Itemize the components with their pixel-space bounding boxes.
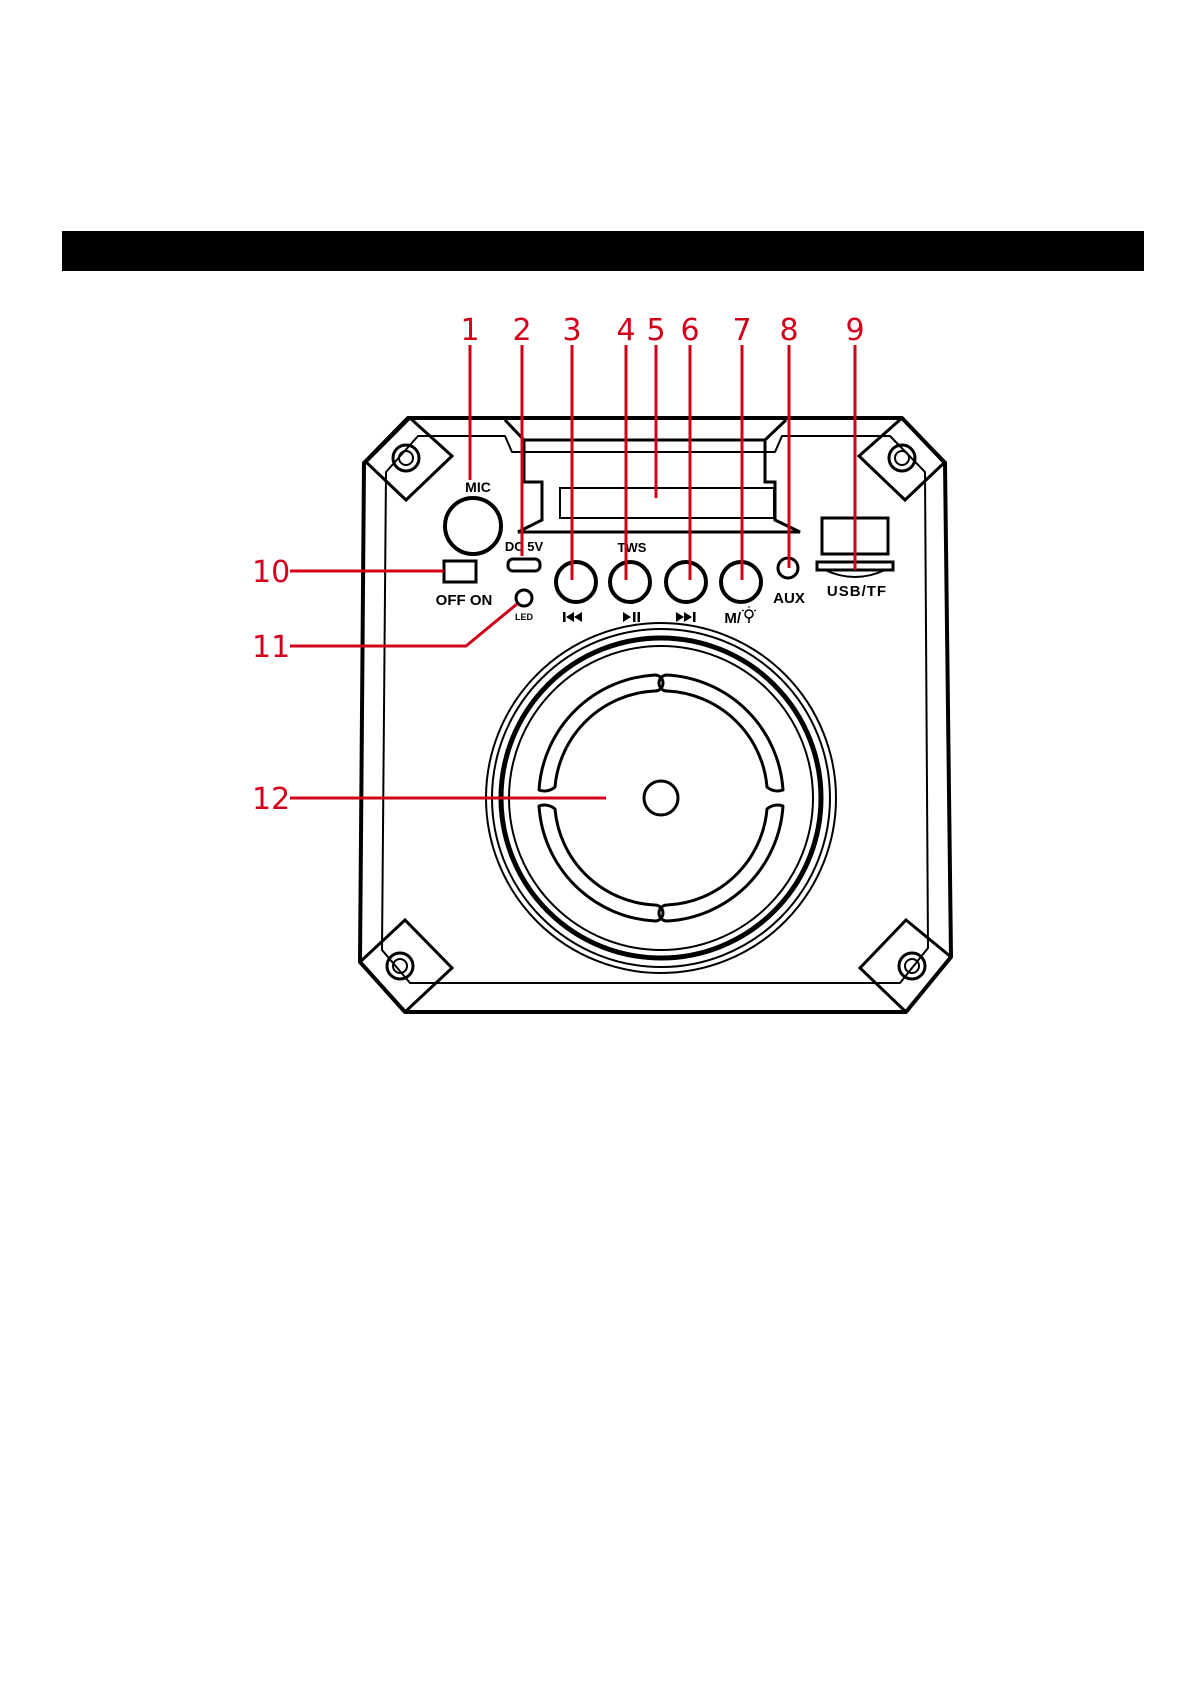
- mic-jack[interactable]: [445, 498, 501, 554]
- callout-number-6: 6: [680, 313, 699, 348]
- dc5v-port[interactable]: [508, 559, 540, 571]
- callout-number-7: 7: [732, 313, 751, 348]
- callout-number-10: 10: [252, 555, 290, 590]
- aux-label: AUX: [773, 590, 805, 607]
- callout-number-9: 9: [845, 313, 864, 348]
- callout-number-2: 2: [512, 313, 531, 348]
- usb-tf-label: USB/TF: [827, 583, 887, 600]
- dc5v-label: DC 5V: [505, 539, 544, 554]
- light-bulb-icon: [742, 606, 756, 623]
- corner-screw-top-left: [366, 418, 452, 500]
- next-track-icon: [676, 612, 696, 622]
- corner-screw-top-right: [859, 418, 945, 500]
- power-switch[interactable]: [444, 561, 476, 582]
- callout-number-5: 5: [646, 313, 665, 348]
- display-recess: [505, 420, 800, 532]
- callout-number-8: 8: [779, 313, 798, 348]
- callout-number-4: 4: [616, 313, 635, 348]
- speaker-body: [360, 418, 951, 1012]
- callout-number-11: 11: [252, 630, 290, 665]
- callout-number-12: 12: [252, 782, 290, 817]
- play-pause-icon: [623, 612, 640, 622]
- callout-number-1: 1: [460, 313, 479, 348]
- previous-button[interactable]: [556, 562, 596, 602]
- led-label: LED: [515, 612, 534, 622]
- off-on-label: OFF ON: [436, 592, 493, 609]
- mic-label: MIC: [465, 479, 491, 495]
- next-button[interactable]: [666, 562, 706, 602]
- corner-screw-bottom-left: [360, 920, 452, 1012]
- callout-line-11: [290, 604, 517, 646]
- callout-lines: [290, 345, 855, 798]
- callout-numbers: 1 2 3 4 5 6 7 8 9 10 11 12: [252, 313, 865, 817]
- tws-label: TWS: [618, 540, 647, 555]
- led-indicator: [516, 590, 532, 606]
- play-pause-button[interactable]: [610, 562, 650, 602]
- corner-screw-bottom-right: [860, 920, 951, 1012]
- mode-label: M/: [724, 610, 741, 627]
- callout-number-3: 3: [562, 313, 581, 348]
- previous-track-icon: [563, 612, 582, 622]
